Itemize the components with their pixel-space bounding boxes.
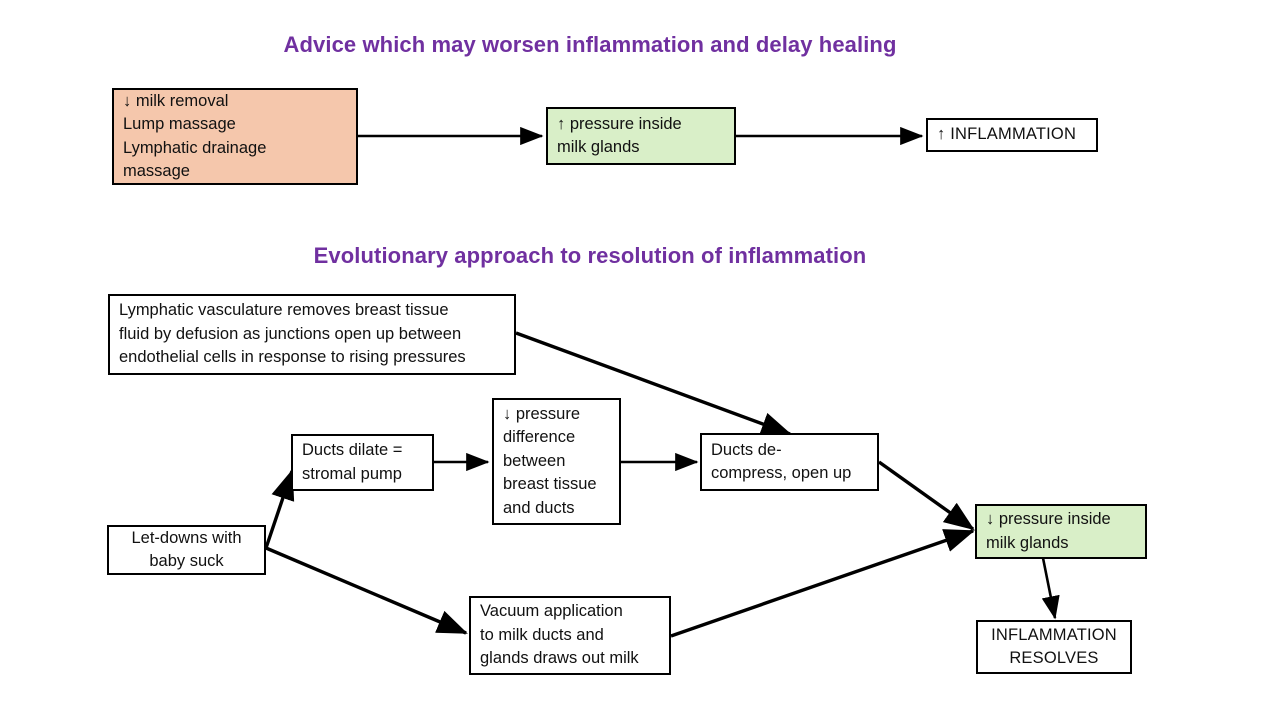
edge-ducts-decompress-to-pressure-down	[878, 460, 975, 531]
node-ducts-decompress[interactable]: Ducts de- compress, open up	[700, 433, 879, 491]
node-let-downs[interactable]: Let-downs with baby suck	[107, 525, 266, 575]
edge-let-downs-to-vacuum	[265, 546, 468, 635]
edge-let-downs-to-ducts-dilate	[264, 469, 295, 549]
edge-lymphatic-to-ducts-decompress	[515, 331, 792, 436]
node-inflammation-resolves[interactable]: INFLAMMATION RESOLVES	[976, 620, 1132, 674]
node-vacuum-application[interactable]: Vacuum application to milk ducts and gla…	[469, 596, 671, 675]
node-advice-inputs[interactable]: ↓ milk removal Lump massage Lymphatic dr…	[112, 88, 358, 185]
section-title-advice: Advice which may worsen inflammation and…	[283, 32, 897, 57]
node-lymphatic-vasculature[interactable]: Lymphatic vasculature removes breast tis…	[108, 294, 516, 375]
node-inflammation-up[interactable]: ↑ INFLAMMATION	[926, 118, 1098, 152]
section-title-evolutionary: Evolutionary approach to resolution of i…	[313, 243, 867, 268]
node-ducts-dilate[interactable]: Ducts dilate = stromal pump	[291, 434, 434, 491]
edge-vacuum-to-pressure-down	[670, 529, 975, 638]
node-pressure-down[interactable]: ↓ pressure inside milk glands	[975, 504, 1147, 559]
edge-pressure-down-to-inflammation-resolves	[1041, 557, 1060, 620]
node-pressure-difference[interactable]: ↓ pressure difference between breast tis…	[492, 398, 621, 525]
node-pressure-up[interactable]: ↑ pressure inside milk glands	[546, 107, 736, 165]
